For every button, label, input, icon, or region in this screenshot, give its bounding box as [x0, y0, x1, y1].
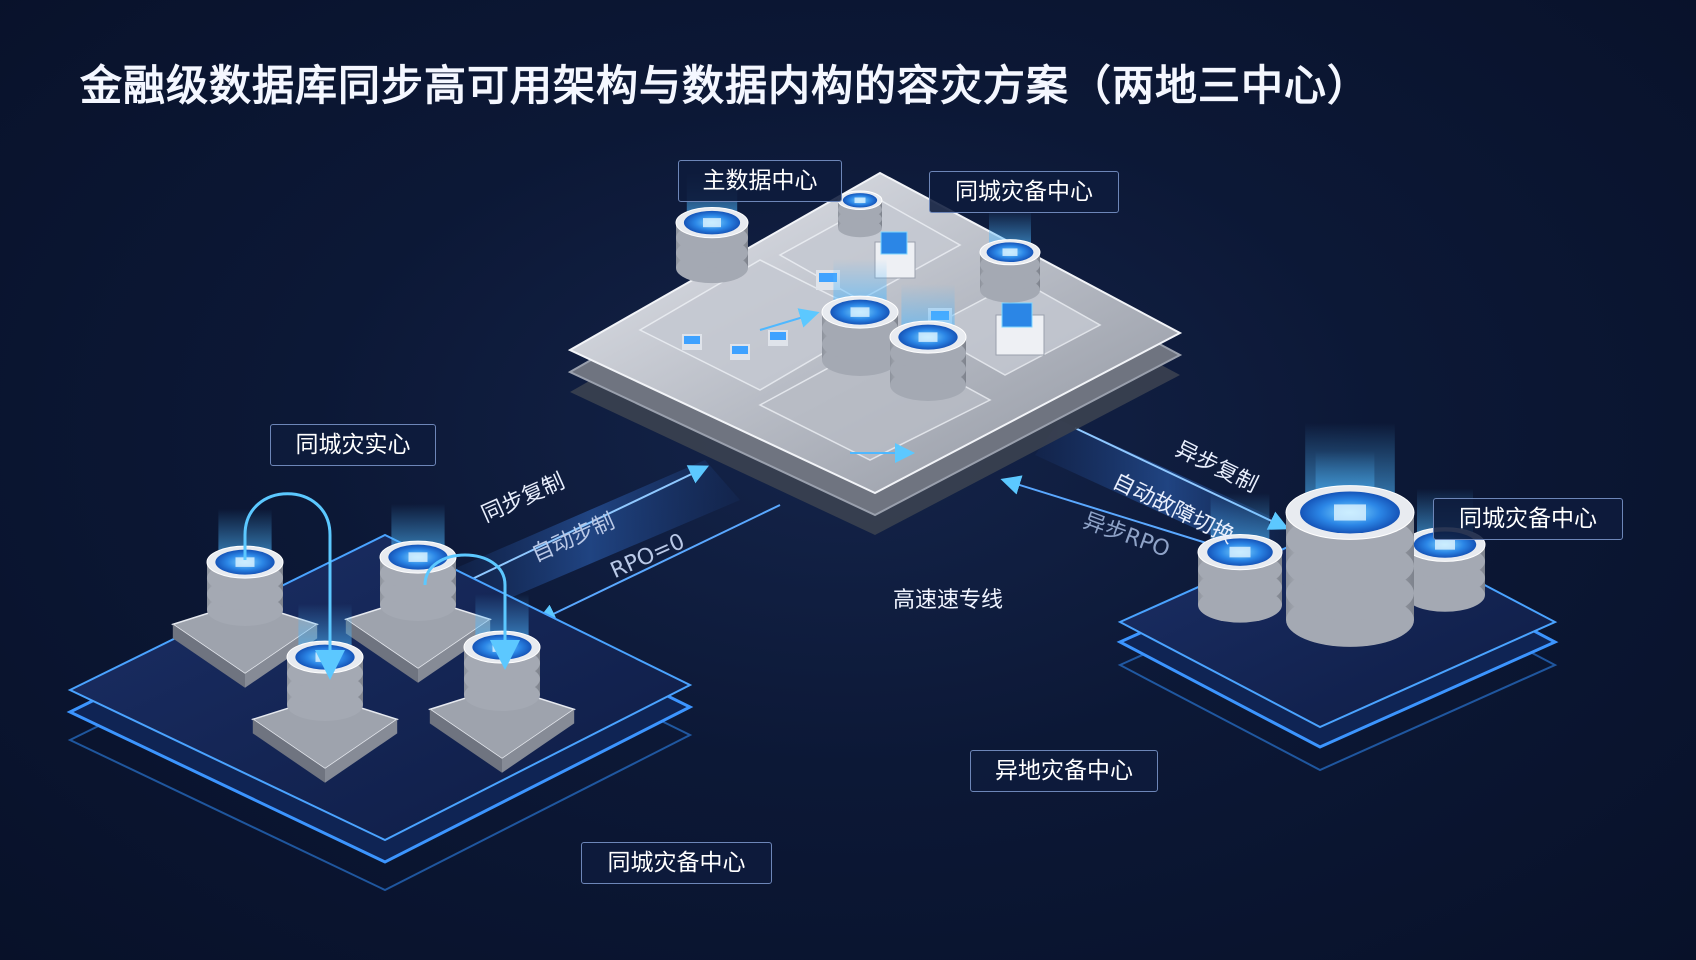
left-bottom-center-label: 同城灾备中心	[581, 842, 772, 884]
sync-arrow-to-main	[469, 465, 710, 581]
sync-arrow-to-left	[535, 504, 781, 623]
left-replication-arcs	[243, 492, 520, 680]
right-db-1	[1197, 493, 1283, 623]
main-db-3	[979, 210, 1041, 303]
remote-center-label: 异地灾备中心	[970, 750, 1158, 792]
main-db-5	[889, 283, 967, 401]
main-db-4	[821, 258, 899, 376]
page-title: 金融级数据库同步高可用架构与数据内构的容灾方案（两地三中心）	[80, 61, 1371, 110]
high-speed-line-label: 高速速专线	[893, 588, 1004, 613]
left-db-1	[171, 508, 319, 688]
main-center-label: 主数据中心	[678, 160, 842, 202]
top-right-center-label: 同城灾备中心	[929, 171, 1119, 213]
left-db-2	[344, 503, 492, 683]
left-connection	[440, 460, 781, 623]
left-upper-center-label: 同城灾实心	[270, 424, 436, 466]
right-db-main	[1285, 422, 1415, 647]
main-db-2	[837, 190, 883, 238]
right-center-label: 同城灾备中心	[1433, 498, 1623, 540]
